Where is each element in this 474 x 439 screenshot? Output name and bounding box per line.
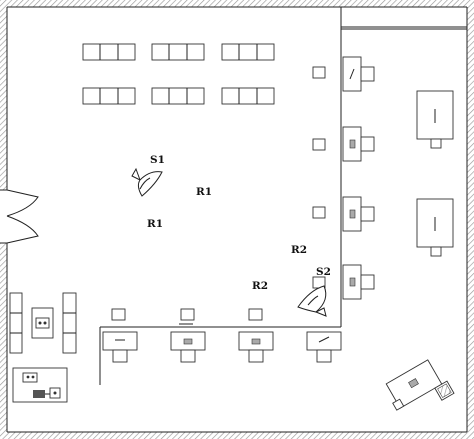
desk-block (82, 87, 136, 105)
double-door (0, 189, 39, 244)
label-r1-lower: R1 (147, 218, 163, 230)
wall-top (0, 0, 474, 7)
desk-block (221, 43, 275, 61)
small-box (180, 308, 195, 321)
small-box (248, 308, 263, 321)
wall-left-lower (0, 243, 7, 439)
large-tables (416, 90, 454, 257)
workstation (342, 196, 375, 232)
workstation (342, 56, 375, 92)
main-room-boundary (99, 7, 467, 385)
left-furniture (9, 292, 77, 403)
speaker-s2-icon (297, 285, 327, 317)
label-r1-upper: R1 (196, 186, 212, 198)
desk-block (151, 87, 205, 105)
small-box (312, 66, 326, 79)
label-r2-right: R2 (291, 244, 307, 256)
label-s2: S2 (316, 266, 331, 278)
wall-sensors-bottom (111, 308, 263, 325)
desk-block (151, 43, 205, 61)
small-box (312, 138, 326, 151)
small-box (111, 308, 126, 321)
seating-rows (82, 43, 275, 105)
wall-bottom (0, 432, 474, 439)
wall-right (467, 0, 474, 439)
wall-sensors-right (312, 66, 326, 289)
rotated-desk (385, 359, 455, 411)
workstation (342, 264, 375, 300)
wall-left-upper (0, 0, 7, 190)
large-table (416, 90, 454, 149)
shelf (9, 292, 23, 354)
desk-block (221, 87, 275, 105)
workstations-right (342, 56, 375, 300)
label-r2-lower: R2 (252, 280, 268, 292)
label-s1: S1 (150, 154, 165, 166)
workstations-bottom (102, 331, 342, 363)
workstation (306, 331, 342, 363)
workstation (238, 331, 274, 363)
small-box (312, 206, 326, 219)
workstation (102, 331, 138, 363)
desk-block (82, 43, 136, 61)
workstation (342, 126, 375, 162)
workstation (170, 331, 206, 363)
speaker-s1-icon (131, 167, 163, 197)
large-table (416, 198, 454, 257)
shelf (62, 292, 77, 354)
